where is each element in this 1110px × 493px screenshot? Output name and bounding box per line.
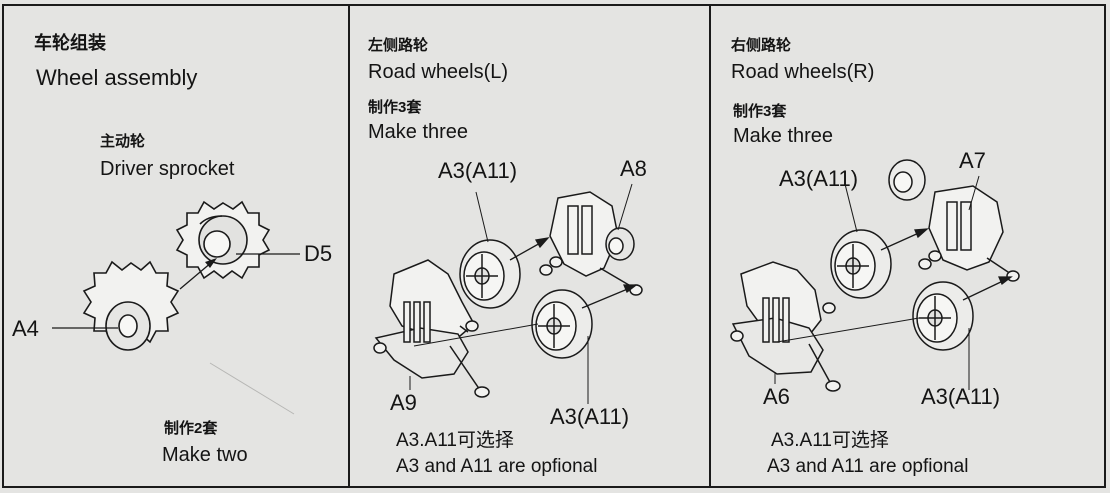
sprocket-d5-drawing xyxy=(175,200,271,280)
bogie-a8-drawing xyxy=(539,191,643,296)
quantity-cn: 制作3套 xyxy=(733,103,787,120)
optional-note-cn: A3.A11可选择 xyxy=(771,430,889,451)
panel-title-en: Road wheels(R) xyxy=(731,61,875,83)
part-label-bottom-wheel: A3(A11) xyxy=(550,404,630,429)
part-label-a6: A6 xyxy=(763,384,790,409)
panel-title-en: Road wheels(L) xyxy=(368,61,509,83)
optional-note-en: A3 and A11 are opfional xyxy=(767,456,969,477)
part-label-bottom-wheel: A3(A11) xyxy=(921,384,1001,409)
sprocket-label-en: Driver sprocket xyxy=(100,158,235,180)
road-wheels-right-panel: 右侧路轮 Road wheels(R) 制作3套 Make three A3(A… xyxy=(711,6,1106,486)
quantity-en: Make two xyxy=(162,444,248,466)
part-label-top-wheel: A3(A11) xyxy=(779,166,859,191)
left-road-wheel-illustration xyxy=(373,183,643,404)
part-label-a4: A4 xyxy=(12,316,39,341)
part-label-d5: D5 xyxy=(304,241,333,266)
quantity-cn: 制作2套 xyxy=(164,420,218,437)
road-wheel-bottom-drawing xyxy=(531,289,593,359)
road-wheel-top-drawing xyxy=(830,229,892,299)
part-label-a7: A7 xyxy=(959,148,986,173)
panel-title-cn: 左侧路轮 xyxy=(368,37,429,54)
quantity-cn: 制作3套 xyxy=(368,99,422,116)
panel-divider-2 xyxy=(709,4,711,488)
road-wheel-bottom-drawing xyxy=(912,281,974,351)
optional-note-en: A3 and A11 are opfional xyxy=(396,456,598,477)
optional-note-cn: A3.A11可选择 xyxy=(396,430,514,451)
panel-divider-1 xyxy=(348,4,350,488)
sheet-frame xyxy=(2,4,1106,488)
quantity-en: Make three xyxy=(733,125,834,147)
panel-title-cn: 车轮组装 xyxy=(34,33,106,53)
sprocket-a4-drawing xyxy=(82,260,180,351)
sprocket-label-cn: 主动轮 xyxy=(100,133,146,150)
panel-title-en: Wheel assembly xyxy=(36,65,198,90)
road-wheel-top-drawing xyxy=(459,239,521,309)
wheel-assembly-panel: 车轮组装 Wheel assembly 主动轮 Driver sprocket … xyxy=(4,6,348,486)
quantity-en: Make three xyxy=(368,121,469,143)
part-label-top-wheel: A3(A11) xyxy=(438,158,518,183)
road-wheels-left-panel: 左侧路轮 Road wheels(L) 制作3套 Make three A3(A… xyxy=(350,6,709,486)
right-road-wheel-illustration xyxy=(730,159,1020,392)
panel-title-cn: 右侧路轮 xyxy=(731,37,792,54)
part-label-a8: A8 xyxy=(620,156,647,181)
sprocket-illustration xyxy=(52,200,300,415)
bogie-a6-drawing xyxy=(730,261,841,392)
part-label-a9: A9 xyxy=(390,390,417,415)
bogie-a7-drawing xyxy=(888,159,1020,282)
